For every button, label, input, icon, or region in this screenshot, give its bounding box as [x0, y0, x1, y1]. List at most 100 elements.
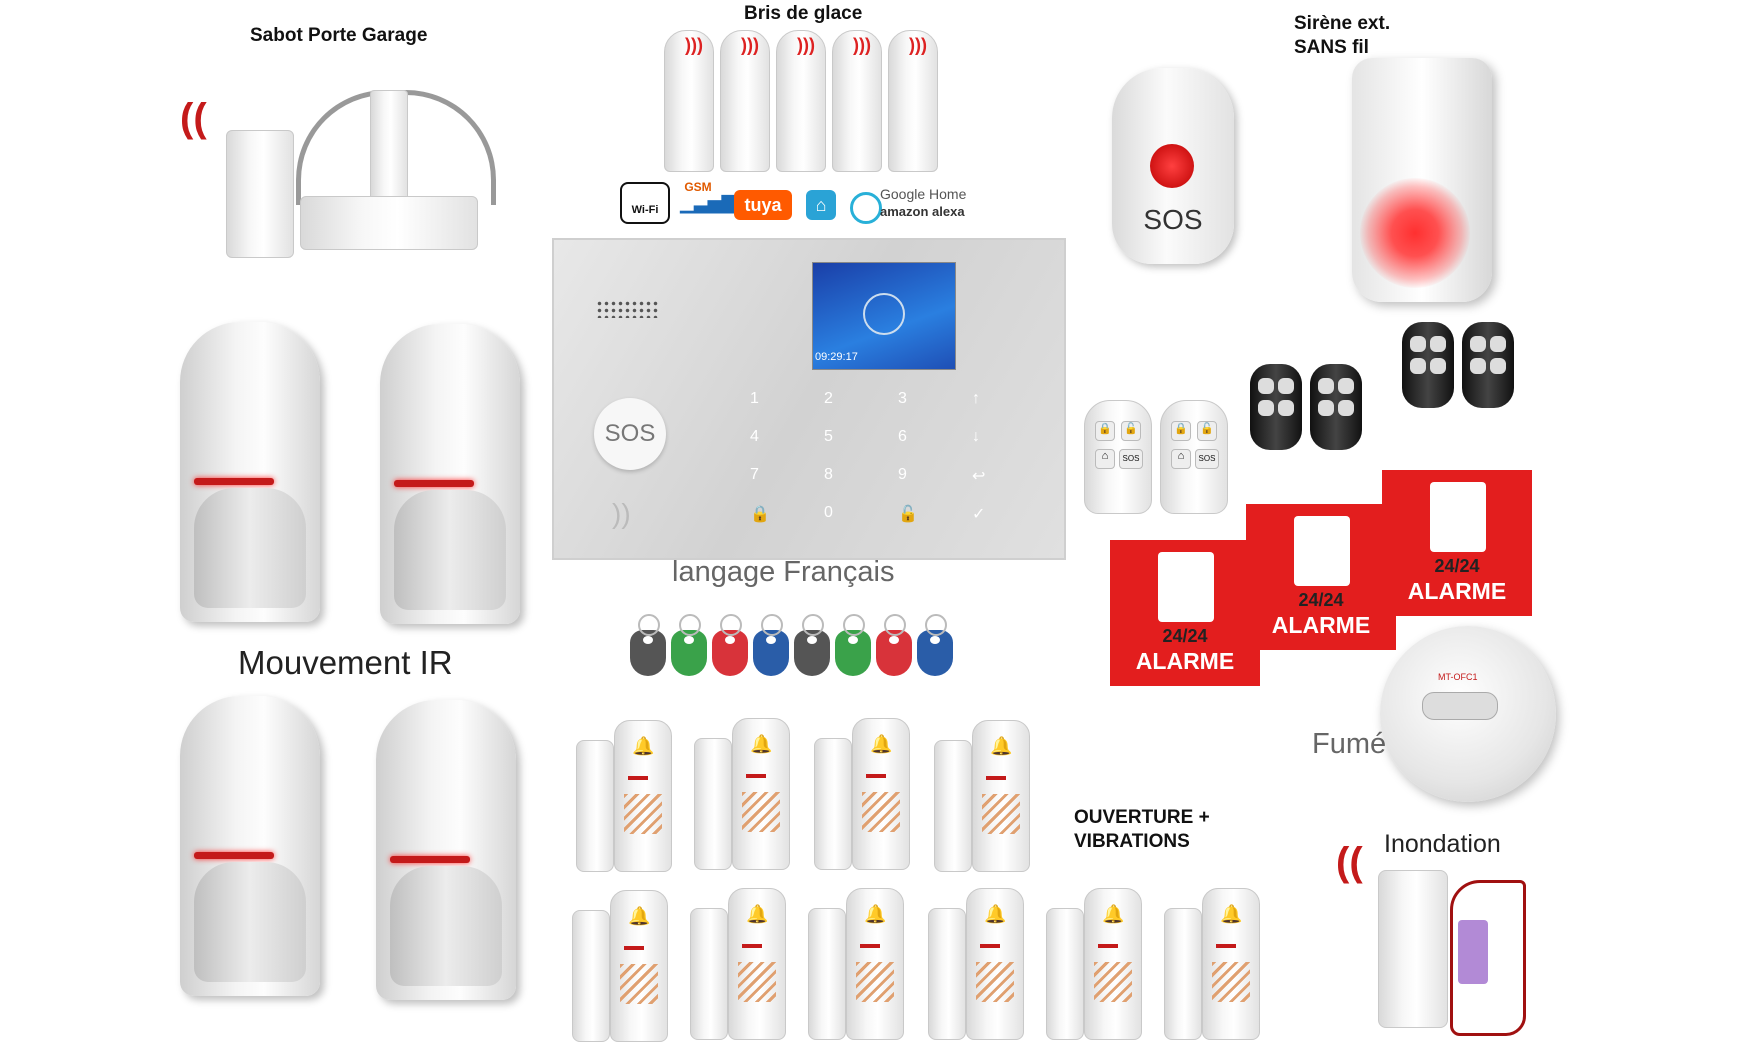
rfid-tags — [630, 612, 970, 682]
bell-icon: 🔔 — [750, 734, 773, 754]
bell-icon: 🔔 — [984, 904, 1007, 924]
sticker-hours: 24/24 — [1434, 556, 1480, 576]
alexa-icon — [850, 192, 882, 224]
garage-label: Sabot Porte Garage — [250, 25, 428, 46]
language-label: langage Français — [672, 556, 895, 588]
bell-icon: 🔔 — [870, 734, 893, 754]
keypad-key[interactable]: 1 — [750, 390, 759, 407]
door-window-sensor: 🔔 — [694, 718, 790, 870]
keypad-key[interactable]: ↑ — [972, 390, 980, 407]
glass-break-sensor: ))) — [720, 30, 770, 172]
wifi-text: Wi-Fi — [631, 204, 659, 216]
rfid-reader-icon: )) — [612, 498, 631, 529]
outdoor-siren — [1352, 58, 1492, 302]
bell-icon: 🔔 — [746, 904, 769, 924]
door-window-sensor: 🔔 — [1046, 888, 1142, 1040]
keypad-key[interactable]: 6 — [898, 428, 907, 445]
pir-motion-sensor — [180, 322, 320, 622]
google-home-text: Google Home — [880, 186, 967, 202]
speaker-grille — [596, 300, 658, 318]
keypad-key[interactable]: 8 — [824, 466, 833, 483]
gsm-icon: GSM ▁▃▅▇ — [680, 180, 736, 213]
home-icon: ⌂ — [806, 190, 836, 220]
bell-icon: 🔔 — [1220, 904, 1243, 924]
black-key-fob — [1250, 364, 1302, 450]
glass-break-label: Bris de glace — [744, 3, 863, 24]
rfid-tag — [671, 614, 707, 676]
rfid-tag — [835, 614, 871, 676]
remote-sos-key: SOS — [1195, 449, 1219, 469]
motion-label: Mouvement IR — [238, 644, 453, 681]
door-window-sensor: 🔔 — [690, 888, 786, 1040]
flood-sensor — [1378, 870, 1448, 1028]
remote-sos-key: SOS — [1119, 449, 1143, 469]
keypad-key[interactable]: ✓ — [972, 506, 986, 523]
keypad-key[interactable]: 9 — [898, 466, 907, 483]
house-logo-icon — [1158, 552, 1214, 622]
glass-break-sensor: ))) — [888, 30, 938, 172]
sticker-hours: 24/24 — [1298, 590, 1344, 610]
keypad-key[interactable]: 5 — [824, 428, 833, 445]
house-logo-icon — [1430, 482, 1486, 552]
rfid-tag — [753, 614, 789, 676]
keypad-key[interactable]: 4 — [750, 428, 759, 445]
keypad-key[interactable]: 3 — [898, 390, 907, 407]
gsm-text: GSM — [684, 180, 712, 194]
rfid-tag — [794, 614, 830, 676]
transmitter — [226, 130, 294, 258]
bell-icon: 🔔 — [632, 736, 655, 756]
keypad-key[interactable]: 2 — [824, 390, 833, 407]
alarm-sticker: 24/24 ALARME — [1246, 504, 1396, 650]
keypad-key[interactable]: 7 — [750, 466, 759, 483]
keypad-key[interactable]: 🔓 — [898, 506, 918, 523]
pir-motion-sensor — [180, 696, 320, 996]
contact-bracket — [300, 196, 478, 250]
sticker-text: ALARME — [1135, 648, 1235, 674]
glass-break-sensor: ))) — [664, 30, 714, 172]
door-window-sensor: 🔔 — [1164, 888, 1260, 1040]
wifi-icon: Wi-Fi — [620, 182, 670, 224]
keypad-key[interactable]: 🔒 — [750, 506, 770, 523]
siren-label-line2: SANS fil — [1294, 37, 1369, 58]
siren-red-light — [1360, 178, 1470, 288]
panic-button-device: SOS — [1112, 68, 1234, 264]
keypad-key[interactable]: ↩ — [972, 468, 986, 485]
keypad-key[interactable]: ↓ — [972, 428, 980, 445]
bell-icon: 🔔 — [628, 906, 651, 926]
alarm-sticker: 24/24 ALARME — [1110, 540, 1260, 686]
panel-screen: 09:29:17 — [812, 262, 956, 370]
sos-button[interactable]: SOS — [594, 398, 666, 470]
panic-red-button[interactable] — [1150, 144, 1194, 188]
alexa-text: amazon alexa — [880, 204, 965, 219]
flood-wireless-icon: (( — [1336, 840, 1363, 884]
rfid-tag — [712, 614, 748, 676]
white-remote: 🔒 🔓 ⌂ SOS — [1160, 400, 1228, 514]
door-window-sensor: 🔔 — [928, 888, 1024, 1040]
door-window-sensor: 🔔 — [814, 718, 910, 870]
sticker-text: ALARME — [1271, 612, 1371, 638]
bell-icon: 🔔 — [1102, 904, 1125, 924]
smoke-model-text: MT-OFC1 — [1438, 672, 1478, 682]
rfid-tag — [917, 614, 953, 676]
siren-label-line1: Sirène ext. — [1294, 13, 1391, 34]
black-key-fob — [1310, 364, 1362, 450]
tuya-logo: tuya — [734, 190, 792, 220]
door-window-sensor: 🔔 — [808, 888, 904, 1040]
opening-label-line1: OUVERTURE + — [1074, 807, 1210, 828]
door-window-sensor: 🔔 — [576, 720, 672, 872]
panic-sos-text: SOS — [1143, 204, 1203, 235]
door-window-sensor: 🔔 — [572, 890, 668, 1042]
smoke-sensor-slot — [1422, 692, 1498, 720]
pir-motion-sensor — [376, 700, 516, 1000]
keypad-grid: 1 2 3 ↑ 4 5 6 ↓ 7 8 9 ↩ 🔒 0 🔓 ✓ — [750, 390, 1050, 540]
garage-door-sensor: (( — [176, 90, 506, 290]
bell-icon: 🔔 — [990, 736, 1013, 756]
glass-break-sensor: ))) — [832, 30, 882, 172]
alarm-control-panel: 09:29:17 SOS )) 1 2 3 ↑ 4 5 6 ↓ 7 8 9 ↩ 🔒 0 🔓 ✓ — [552, 238, 1066, 560]
black-key-fob — [1462, 322, 1514, 408]
keypad-key[interactable]: 0 — [824, 504, 833, 521]
screen-time: 09:29:17 — [815, 351, 858, 363]
smoke-detector: MT-OFC1 — [1380, 626, 1556, 802]
flood-probe-wire — [1450, 880, 1526, 1036]
opening-label-line2: VIBRATIONS — [1074, 831, 1190, 852]
